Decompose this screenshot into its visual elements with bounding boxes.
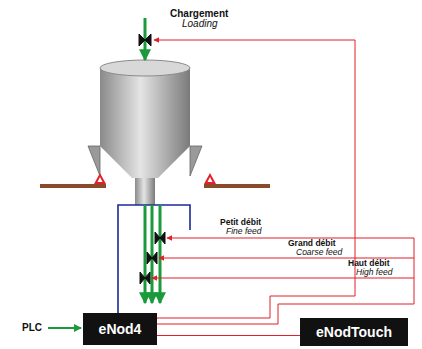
- label: PLC: [22, 323, 42, 333]
- plc-arrow: [48, 327, 81, 329]
- load-cell: [208, 177, 213, 182]
- controller-box: eNod4: [83, 313, 157, 345]
- lug: [190, 146, 202, 176]
- controller-box: eNodTouch: [300, 318, 408, 346]
- beam: [40, 184, 106, 188]
- node-text: eNod4: [99, 321, 142, 337]
- silo-top: [100, 60, 190, 76]
- label: Loading: [182, 19, 218, 29]
- silo-spout: [135, 178, 155, 205]
- frame-line: [118, 205, 190, 313]
- valve-symbol: [155, 232, 165, 244]
- label: Petit débit: [220, 217, 261, 227]
- label: Haut débit: [348, 258, 390, 268]
- label: Chargement: [170, 9, 228, 19]
- label: Grand débit: [288, 238, 336, 248]
- control-wire: [152, 278, 414, 279]
- feed-pipe: [159, 205, 162, 303]
- node-text: eNodTouch: [316, 324, 392, 340]
- control-wire: [154, 40, 355, 318]
- label: Fine feed: [226, 226, 261, 236]
- feed-pipe: [144, 205, 147, 303]
- load-cell: [204, 173, 216, 184]
- load-cell: [94, 173, 106, 184]
- valve-symbol: [139, 34, 151, 46]
- silo-cone: [100, 146, 190, 178]
- valve-symbol: [140, 272, 150, 284]
- label: High feed: [356, 267, 392, 277]
- feed-pipe: [151, 205, 154, 303]
- beam: [204, 184, 270, 188]
- lug: [88, 146, 100, 176]
- silo-body: [100, 68, 190, 146]
- valve-symbol: [147, 252, 157, 264]
- control-wire: [157, 335, 300, 336]
- load-cell: [98, 177, 103, 182]
- label: Coarse feed: [296, 247, 342, 257]
- control-wire: [157, 238, 414, 324]
